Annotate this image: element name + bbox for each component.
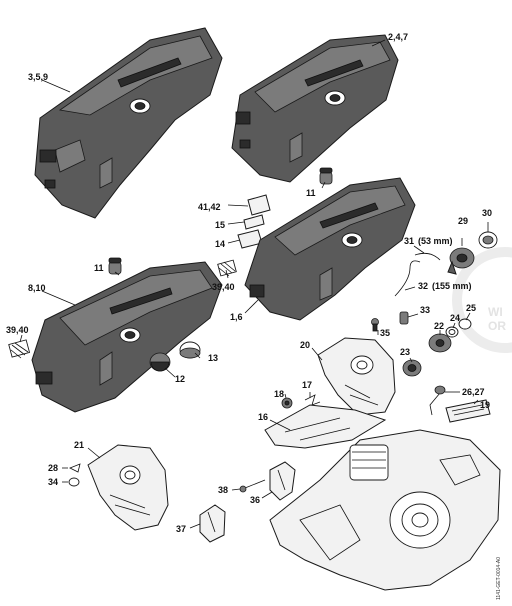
part-34 [68, 477, 80, 487]
screw-38 [239, 479, 266, 493]
filler-cap-11 [319, 167, 333, 185]
label-22: 22 [434, 321, 444, 331]
shroud-1-6 [244, 177, 416, 321]
label-37: 37 [176, 524, 186, 534]
part-26-27 [429, 385, 446, 416]
part-12 [149, 352, 171, 372]
part-20 [317, 337, 396, 416]
shroud-3-5-9 [34, 27, 223, 219]
label-32: 32 [418, 281, 428, 291]
part-29 [447, 247, 475, 275]
label-18: 18 [274, 389, 284, 399]
mesh-39-40-left [8, 339, 31, 359]
watermark: WI OR [452, 247, 512, 353]
label-2-4-7: 2,4,7 [388, 32, 408, 42]
label-17: 17 [302, 380, 312, 390]
watermark-line2: OR [488, 319, 506, 333]
label-21: 21 [74, 440, 84, 450]
label-36: 36 [250, 495, 260, 505]
label-39-40-left: 39,40 [6, 325, 29, 335]
label-20: 20 [300, 340, 310, 350]
figure-code: 1141-GET-0014-A0 [496, 557, 502, 600]
watermark-line1: WI [488, 305, 503, 319]
label-3-5-9: 3,5,9 [28, 72, 48, 82]
label-33: 33 [420, 305, 430, 315]
baffle-16 [264, 404, 387, 449]
part-21 [87, 444, 169, 531]
label-35: 35 [380, 328, 390, 338]
label-11-left: 11 [94, 263, 104, 273]
label-23: 23 [400, 347, 410, 357]
label-31-length: (53 mm) [418, 236, 453, 246]
label-26-27: 26,27 [462, 387, 485, 397]
filler-cap-11-left [108, 257, 122, 275]
part-33 [399, 311, 409, 325]
label-34: 34 [48, 477, 58, 487]
label-29: 29 [458, 216, 468, 226]
label-19: 19 [480, 400, 490, 410]
leader-lines [19, 39, 489, 529]
label-13: 13 [208, 353, 218, 363]
part-17 [304, 394, 321, 406]
label-31: 31 [404, 236, 414, 246]
label-plates [237, 194, 271, 249]
mesh-39-40-mid [217, 259, 237, 277]
part-37 [199, 504, 226, 543]
callout-labels: 3,5,9 2,4,7 11 41,42 15 14 29 30 31 (53 … [6, 32, 492, 534]
label-15: 15 [215, 220, 225, 230]
part-23 [402, 359, 422, 377]
ring-24 [445, 326, 459, 338]
cap-13 [179, 341, 201, 359]
ring-25 [458, 318, 472, 330]
label-14: 14 [215, 239, 225, 249]
part-30 [478, 231, 498, 249]
label-8-10: 8,10 [28, 283, 46, 293]
label-25: 25 [466, 303, 476, 313]
hose-31 [414, 252, 441, 261]
engine-assembly [269, 429, 501, 591]
label-39-40-mid: 39,40 [212, 282, 235, 292]
label-30: 30 [482, 208, 492, 218]
label-16: 16 [258, 412, 268, 422]
label-32-length: (155 mm) [432, 281, 472, 291]
plate-19 [445, 399, 491, 423]
label-24: 24 [450, 313, 460, 323]
shroud-8-10 [31, 261, 223, 413]
label-12: 12 [175, 374, 185, 384]
screw-35 [371, 318, 379, 332]
part-36 [269, 461, 296, 501]
shroud-2-4-7 [231, 34, 399, 183]
label-41-42: 41,42 [198, 202, 221, 212]
label-38: 38 [218, 485, 228, 495]
part-28 [69, 463, 81, 473]
hose-32 [394, 260, 421, 297]
label-28: 28 [48, 463, 58, 473]
part-22 [428, 333, 452, 353]
nut-18 [281, 397, 293, 409]
label-1-6: 1,6 [230, 312, 243, 322]
label-11-top: 11 [306, 188, 316, 198]
